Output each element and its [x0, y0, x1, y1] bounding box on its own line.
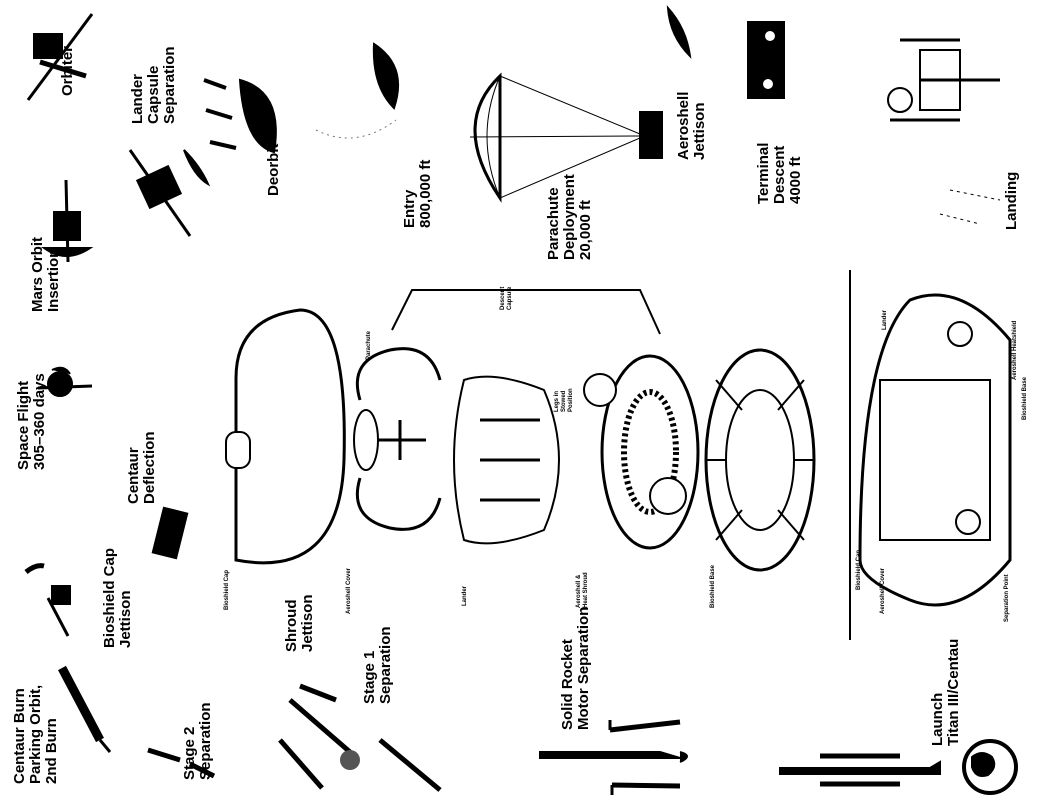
lander-drawing	[454, 377, 559, 544]
label-terminal-descent: Terminal Descent 4000 ft	[756, 143, 804, 204]
callout-lander: Lander	[462, 586, 469, 606]
terminal-descent-icon	[748, 22, 784, 98]
landing-icon	[888, 40, 1000, 224]
label-orbiter: Orbiter	[60, 46, 76, 96]
label-bioshield-cap-jettison: Bioshield Cap Jettison	[102, 548, 134, 648]
aeroshell-cover-parachute-drawing	[354, 349, 440, 530]
callout-legs-stowed: Legs in Stowed Position	[554, 388, 575, 412]
label-solid-rocket-separation: Solid Rocket Motor Separation	[560, 607, 592, 730]
bioshield-cap-drawing	[226, 310, 344, 563]
label-aeroshell-jettison: Aeroshell Jettison	[676, 92, 708, 160]
label-space-flight: Space Flight 305–360 days	[16, 373, 48, 470]
entry-icon	[316, 44, 398, 138]
callout-bioshield-base: Bioshield Base	[710, 565, 717, 608]
assembled-capsule-drawing	[860, 295, 1010, 605]
centaur-burn-icon	[62, 668, 110, 752]
aeroshell-jettison-icon	[668, 8, 690, 56]
lander-capsule-separation-icon	[204, 80, 276, 152]
callout-aeroshell-cover: Aeroshell Cover	[346, 568, 353, 614]
label-shroud-jettison: Shroud Jettison	[284, 594, 316, 652]
bioshield-base-drawing	[706, 350, 814, 570]
callout-aeroshell-cover-2: Aeroshell Cover	[880, 568, 887, 614]
label-mars-orbit-insertion: Mars Orbit Insertion	[30, 237, 62, 312]
callout-bioshield-base-2: Bioshield Base	[1022, 377, 1029, 420]
callout-aeroshell-heat-shroud: Aeroshell & Heat Shroud	[576, 572, 590, 608]
earth-icon	[964, 741, 1016, 793]
label-launch: Launch Titan III/Centau	[930, 639, 962, 746]
label-centaur-burn: Centaur Burn Parking Orbit, 2nd Burn	[12, 685, 60, 784]
callout-parachute: Parachute	[366, 331, 373, 360]
label-stage2-separation: Stage 2 Separation	[182, 702, 214, 780]
callout-descent-capsule: Descent Capsule	[500, 287, 514, 310]
label-lander-capsule-separation: Lander Capsule Separation	[130, 46, 178, 124]
solid-rocket-separation-icon	[540, 720, 687, 795]
label-centaur-deflection: Centaur Deflection	[126, 431, 158, 504]
aeroshell-heat-shroud-drawing	[584, 356, 698, 548]
bioshield-cap-jettison-icon	[26, 566, 70, 636]
callout-separation-point: Separation Point	[1004, 574, 1011, 622]
stage1-separation-icon	[280, 686, 440, 790]
descent-capsule-bracket	[392, 290, 660, 334]
callout-lander-2: Lander	[882, 310, 889, 330]
label-deorbit: Deorbit	[266, 144, 282, 197]
label-stage1-separation: Stage 1 Separation	[362, 626, 394, 704]
callout-aeroshell-heatshield: Aeroshell Heatshield	[1012, 321, 1019, 380]
titan-rocket-icon	[780, 756, 940, 784]
centaur-deflection-icon	[153, 508, 187, 558]
label-landing: Landing	[1004, 172, 1020, 230]
callout-bioshield-cap-2: Bioshield Cap	[856, 550, 863, 590]
callout-bioshield-cap: Bioshield Cap	[224, 570, 231, 610]
label-parachute-deployment: Parachute Deployment 20,000 ft	[546, 174, 594, 260]
label-entry: Entry 800,000 ft	[402, 160, 434, 228]
deorbit-icon	[130, 150, 208, 236]
